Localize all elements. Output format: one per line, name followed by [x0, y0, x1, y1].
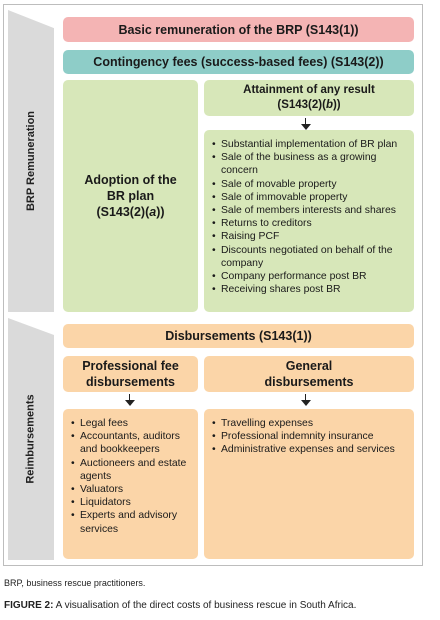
result-item: Receiving shares post BR: [212, 283, 408, 296]
attainment-ref: (S143(2)(b)): [277, 99, 341, 111]
professional-fee-list: Legal feesAccountants, auditors and book…: [63, 409, 198, 559]
general-disbursement-item: Travelling expenses: [212, 417, 408, 430]
result-item: Returns to creditors: [212, 217, 408, 230]
results-list: Substantial implementation of BR planSal…: [204, 130, 414, 312]
professional-fee-item: Auctioneers and estate agents: [71, 457, 192, 483]
general-line2: disbursements: [264, 375, 354, 389]
result-item: Sale of immovable property: [212, 191, 408, 204]
caption-text: A visualisation of the direct costs of b…: [53, 600, 357, 611]
general-disbursements-box: General disbursements: [204, 356, 414, 392]
adoption-line2: BR plan: [106, 189, 155, 203]
disbursements-box: Disbursements (S143(1)): [63, 324, 414, 348]
result-item: Raising PCF: [212, 230, 408, 243]
professional-fee-item: Experts and advisory services: [71, 509, 192, 535]
attainment-box: Attainment of any result (S143(2)(b)): [204, 80, 414, 116]
professional-down-arrow: [125, 394, 135, 406]
professional-line1: Professional fee: [82, 359, 179, 373]
result-item: Company performance post BR: [212, 270, 408, 283]
adoption-box: Adoption of the BR plan (S143(2)(a)): [63, 80, 198, 312]
professional-fee-item: Liquidators: [71, 496, 192, 509]
attainment-down-arrow: [301, 118, 311, 130]
result-item: Sale of the business as a growing concer…: [212, 151, 408, 177]
remuneration-arrow: BRP Remuneration: [8, 10, 54, 312]
result-item: Discounts negotiated on behalf of the co…: [212, 244, 408, 270]
reimbursements-arrow: Reimbursements: [8, 318, 54, 560]
footnote: BRP, business rescue practitioners.: [4, 578, 146, 588]
result-item: Substantial implementation of BR plan: [212, 138, 408, 151]
remuneration-side-label: BRP Remuneration: [25, 110, 38, 212]
result-item: Sale of movable property: [212, 178, 408, 191]
general-down-arrow: [301, 394, 311, 406]
contingency-fees-label: Contingency fees (success-based fees) (S…: [93, 55, 384, 69]
professional-fee-item: Legal fees: [71, 417, 192, 430]
general-disbursements-list: Travelling expensesProfessional indemnit…: [204, 409, 414, 559]
basic-remuneration-label: Basic remuneration of the BRP (S143(1)): [118, 22, 359, 37]
figure-caption: FIGURE 2: A visualisation of the direct …: [4, 600, 356, 611]
result-item: Sale of members interests and shares: [212, 204, 408, 217]
general-line1: General: [285, 359, 333, 373]
professional-line2: disbursements: [86, 375, 175, 389]
reimbursements-side-label: Reimbursements: [25, 394, 38, 484]
caption-label: FIGURE 2:: [4, 600, 54, 611]
adoption-ref: (S143(2)(a)): [96, 205, 165, 219]
basic-remuneration-box: Basic remuneration of the BRP (S143(1)): [63, 17, 414, 42]
attainment-line1: Attainment of any result: [243, 84, 375, 96]
general-disbursement-item: Professional indemnity insurance: [212, 430, 408, 443]
general-disbursement-item: Administrative expenses and services: [212, 443, 408, 456]
professional-fee-item: Accountants, auditors and bookkeepers: [71, 430, 192, 456]
disbursements-label: Disbursements (S143(1)): [165, 329, 312, 343]
adoption-line1: Adoption of the: [84, 173, 177, 187]
contingency-fees-box: Contingency fees (success-based fees) (S…: [63, 50, 414, 74]
professional-fee-item: Valuators: [71, 483, 192, 496]
professional-fee-box: Professional fee disbursements: [63, 356, 198, 392]
